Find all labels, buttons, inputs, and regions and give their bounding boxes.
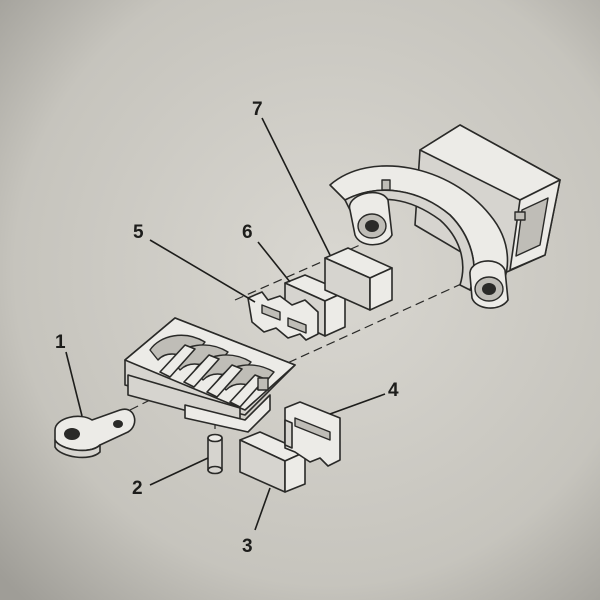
part-1-bracket [54, 408, 136, 459]
callout-5: 5 [133, 222, 144, 243]
part-5-clip [247, 291, 319, 341]
leader-7 [261, 117, 331, 256]
callout-1: 1 [55, 332, 66, 353]
leader-5 [149, 239, 256, 303]
assembly-axis-bracket [129, 399, 151, 411]
callout-2: 2 [132, 478, 143, 499]
callout-7: 7 [252, 99, 263, 120]
part-2-pin [207, 433, 223, 475]
part-housing [329, 124, 561, 309]
leader-1 [65, 351, 83, 417]
part-4-clip [284, 401, 341, 467]
callout-6: 6 [242, 222, 253, 243]
assembly-axis-upper [249, 279, 471, 381]
callout-3: 3 [242, 536, 253, 557]
leader-6 [257, 241, 291, 283]
leader-2 [149, 457, 209, 486]
leader-3 [254, 487, 271, 531]
leader-lines [65, 117, 386, 531]
part-carrier-body [124, 317, 296, 433]
part-7-block [324, 247, 393, 311]
callout-4: 4 [388, 380, 399, 401]
callout-labels: 1 2 3 4 5 6 7 [55, 99, 399, 557]
part-3-block [239, 431, 306, 493]
leader-4 [329, 393, 386, 415]
